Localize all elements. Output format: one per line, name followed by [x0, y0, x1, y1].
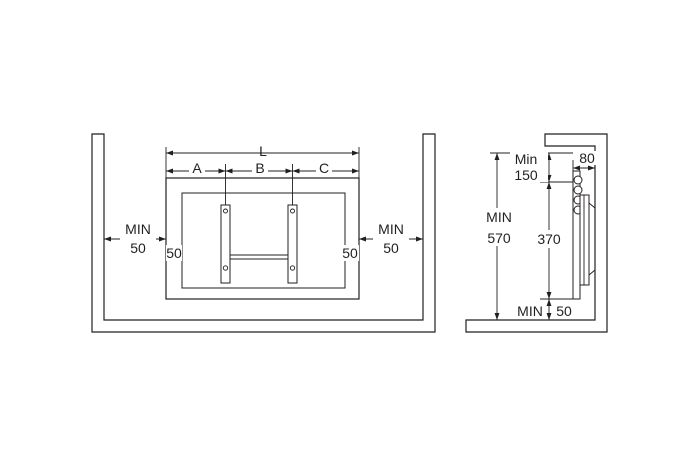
side-view: MIN 570 Min 150 80 370 MIN 50 — [465, 133, 608, 333]
label-total-min: MIN — [486, 209, 512, 225]
radiator-panel — [165, 177, 360, 300]
label-left-min: MIN — [125, 221, 151, 237]
label-l: L — [259, 143, 267, 159]
label-right-min: MIN — [378, 221, 404, 237]
label-a: A — [192, 160, 202, 176]
label-depth: 80 — [579, 150, 595, 166]
label-b: B — [255, 160, 264, 176]
radiator-panel-inner — [181, 192, 346, 289]
front-wall-niche — [91, 133, 436, 333]
label-panel-height: 370 — [537, 231, 561, 247]
label-c: C — [319, 160, 329, 176]
label-right-value: 50 — [383, 240, 399, 256]
label-top-min: Min — [515, 151, 538, 167]
label-left-value: 50 — [130, 240, 146, 256]
label-total-value: 570 — [487, 230, 511, 246]
label-bottom-value: 50 — [556, 303, 572, 319]
side-wall-outline — [465, 133, 608, 333]
label-right-inner-gap: 50 — [342, 245, 358, 261]
front-view: L A B C MIN 50 MIN 50 50 50 — [91, 133, 436, 333]
radiator-side-profile — [572, 170, 596, 300]
label-bottom-min: MIN — [517, 303, 543, 319]
label-left-inner-gap: 50 — [166, 245, 182, 261]
label-top-value: 150 — [514, 167, 538, 183]
